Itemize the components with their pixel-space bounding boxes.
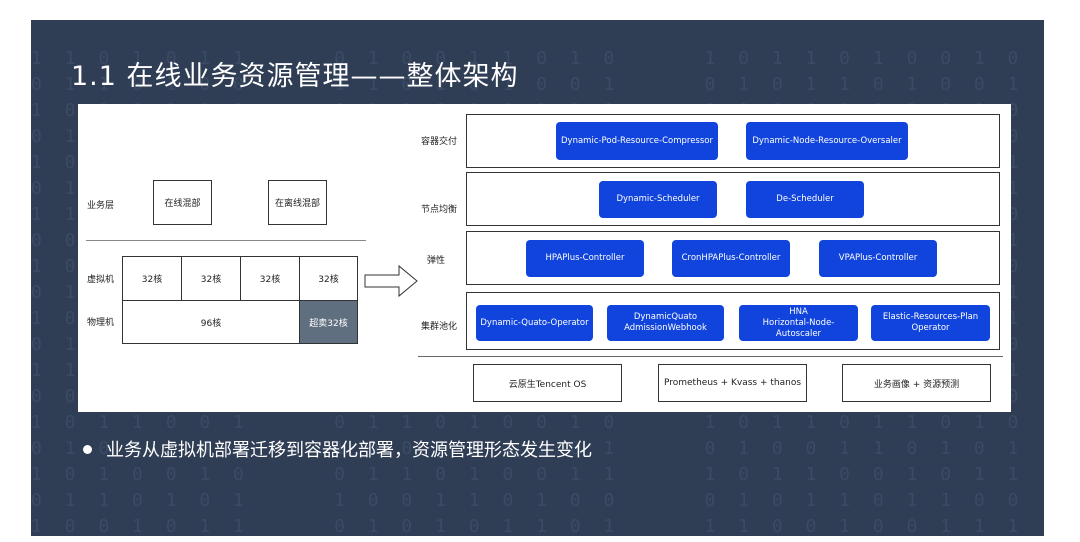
row-label-elasticity: 弹性 [427, 256, 446, 266]
bullet-dot-icon [83, 444, 92, 454]
button-line: HNA Horizontal-Node-Autoscaler [762, 306, 835, 339]
de-scheduler-button: De-Scheduler [746, 181, 864, 218]
tencent-os-box: 云原生Tencent OS [473, 364, 622, 402]
offline-mix-box: 在离线混部 [268, 180, 327, 225]
button-line: DynamicQuato AdmissionWebhook [624, 312, 707, 333]
slide: 1 1 0 1 0 1 1 0 1 0 0 1 1 0 1 0 1 0 1 1 … [31, 20, 1044, 536]
physical-cores-cell: 96核 [122, 300, 300, 344]
row-label-node-balance: 节点均衡 [421, 205, 458, 215]
hpaplus-controller-button: HPAPlus-Controller [526, 240, 644, 277]
dynamic-node-resource-oversaler-button: Dynamic-Node-Resource-Oversaler [746, 122, 908, 160]
business-layer-label: 业务层 [87, 201, 115, 211]
bullet-text: 业务从虚拟机部署迁移到容器化部署，资源管理形态发生变化 [106, 440, 592, 461]
overcommit-cores-cell: 超卖32核 [299, 300, 358, 344]
elasticity-row [466, 231, 1000, 285]
button-line: Elastic-Resources-Plan Operator [882, 312, 979, 333]
vm-cell: 32核 [240, 256, 300, 301]
prometheus-box: Prometheus + Kvass + thanos [658, 364, 807, 402]
bullet-point: 业务从虚拟机部署迁移到容器化部署，资源管理形态发生变化 [83, 436, 592, 462]
vm-cell: 32核 [122, 256, 182, 301]
right-divider [418, 356, 1003, 357]
hna-button: HNA Horizontal-Node-Autoscaler [739, 305, 858, 341]
right-arrow-icon [364, 264, 418, 298]
vm-label: 虚拟机 [87, 275, 115, 285]
dynamic-pod-resource-compressor-button: Dynamic-Pod-Resource-Compressor [556, 122, 718, 160]
cluster-pooling-row [466, 292, 1000, 350]
architecture-diagram: 业务层 在线混部 在离线混部 虚拟机 32核 32核 32核 32核 物理机 9… [78, 104, 1011, 412]
dynamic-quato-operator-button: Dynamic-Quato-Operator [476, 305, 593, 341]
online-mix-box: 在线混部 [153, 180, 212, 225]
container-delivery-row [466, 114, 1000, 168]
cronhpaplus-controller-button: CronHPAPlus-Controller [672, 240, 790, 277]
vpaplus-controller-button: VPAPlus-Controller [819, 240, 937, 277]
physical-machine-label: 物理机 [87, 318, 115, 328]
slide-title: 1.1 在线业务资源管理——整体架构 [71, 61, 519, 92]
left-divider [86, 240, 366, 241]
vm-cell: 32核 [299, 256, 358, 301]
elastic-resources-plan-operator-button: Elastic-Resources-Plan Operator [871, 305, 990, 341]
vm-cell: 32核 [181, 256, 241, 301]
node-balance-row [466, 172, 1000, 226]
business-profile-box: 业务画像 + 资源预测 [842, 364, 991, 402]
dynamic-scheduler-button: Dynamic-Scheduler [599, 181, 717, 218]
row-label-cluster-pooling: 集群池化 [421, 322, 458, 332]
dynamicquato-admissionwebhook-button: DynamicQuato AdmissionWebhook [607, 305, 724, 341]
row-label-container-delivery: 容器交付 [421, 137, 458, 147]
